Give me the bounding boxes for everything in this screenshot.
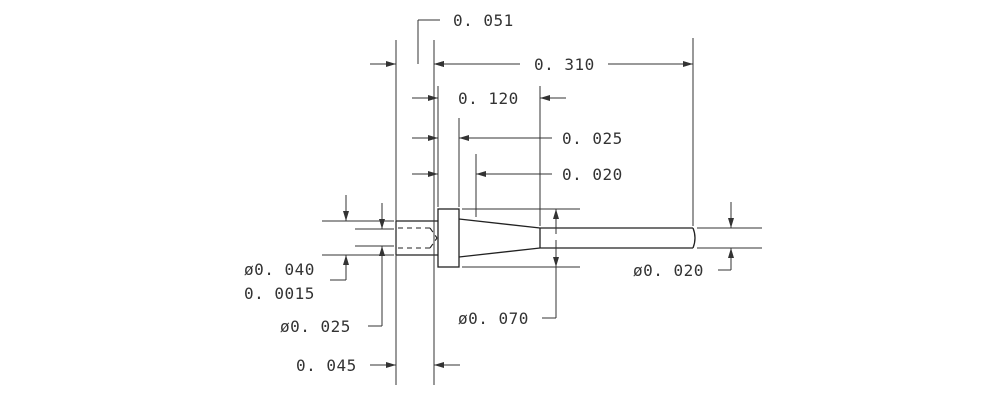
dim-0045: 0. 045 — [296, 356, 460, 375]
dim-dia-0070-label: ø0. 070 — [458, 309, 529, 328]
dim-0310: 0. 310 — [434, 55, 693, 74]
dim-0025: 0. 025 — [412, 129, 623, 148]
dim-tol-00015-label: 0. 0015 — [244, 284, 315, 303]
tail-pin — [540, 227, 696, 249]
dim-0045-label: 0. 045 — [296, 356, 357, 375]
dim-0051: 0. 051 — [370, 11, 514, 67]
dim-0025-label: 0. 025 — [562, 129, 623, 148]
extension-lines — [322, 38, 762, 385]
pin-part — [395, 208, 696, 268]
dim-dia-0040: ø0. 040 0. 0015 — [244, 195, 349, 303]
dim-0020-label: 0. 020 — [562, 165, 623, 184]
dim-0120-label: 0. 120 — [458, 89, 519, 108]
dim-dia-0020: ø0. 020 — [633, 202, 734, 280]
dim-0120: 0. 120 — [412, 89, 566, 108]
dim-dia-0070: ø0. 070 — [458, 209, 559, 328]
dim-0310-label: 0. 310 — [534, 55, 595, 74]
flange-collar — [437, 208, 460, 268]
dim-0051-label: 0. 051 — [453, 11, 514, 30]
dim-0020-top: 0. 020 — [412, 165, 623, 184]
dim-dia-0040-label: ø0. 040 — [244, 260, 315, 279]
dim-dia-0020-label: ø0. 020 — [633, 261, 704, 280]
dim-dia-0025-label: ø0. 025 — [280, 317, 351, 336]
dim-dia-0025: ø0. 025 — [280, 203, 385, 336]
hidden-bore — [398, 227, 438, 249]
cup-section — [395, 220, 438, 256]
taper-section — [458, 218, 541, 258]
